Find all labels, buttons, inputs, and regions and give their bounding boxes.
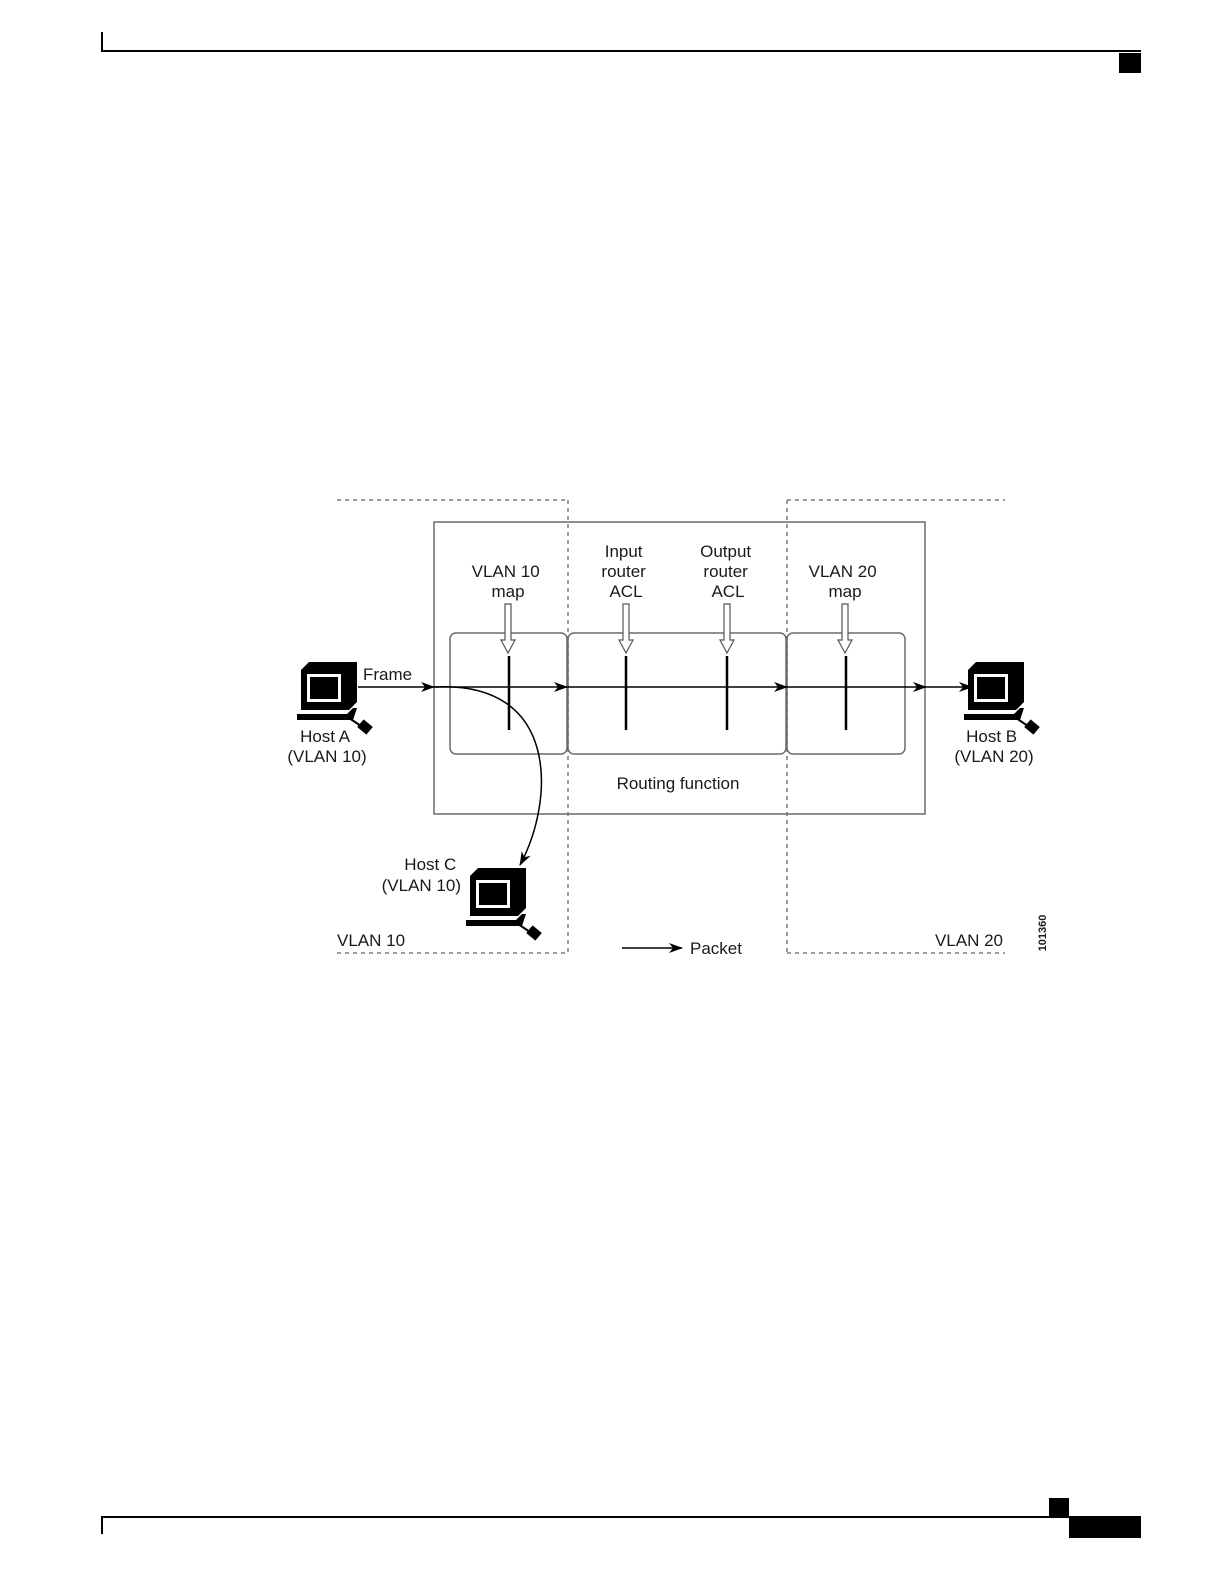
- input-acl-label: Input router ACL: [601, 542, 650, 601]
- vlan10-map-arrow: [501, 604, 515, 653]
- host-c-computer-icon: [466, 868, 542, 941]
- frame-label: Frame: [363, 665, 412, 684]
- input-acl-arrow: [619, 604, 633, 653]
- output-acl-label: Output router ACL: [700, 542, 756, 601]
- host-a-label: Host A (VLAN 10): [287, 727, 366, 766]
- vlan20-region-label: VLAN 20: [935, 931, 1003, 950]
- vlan10-map-label: VLAN 10 map: [472, 562, 545, 601]
- host-b-computer-icon: [964, 662, 1040, 735]
- vlan20-map-label: VLAN 20 map: [809, 562, 882, 601]
- vlan10-region-label: VLAN 10: [337, 931, 405, 950]
- host-c-label: Host C (VLAN 10): [382, 855, 461, 895]
- host-a-computer-icon: [297, 662, 373, 735]
- host-b-label: Host B (VLAN 20): [954, 727, 1033, 766]
- routing-function-label: Routing function: [617, 774, 740, 793]
- figure-id: 101360: [1037, 915, 1049, 952]
- output-acl-arrow: [720, 604, 734, 653]
- vlan20-map-arrow: [838, 604, 852, 653]
- router-acl-box: [568, 633, 786, 754]
- packet-legend-label: Packet: [690, 939, 742, 958]
